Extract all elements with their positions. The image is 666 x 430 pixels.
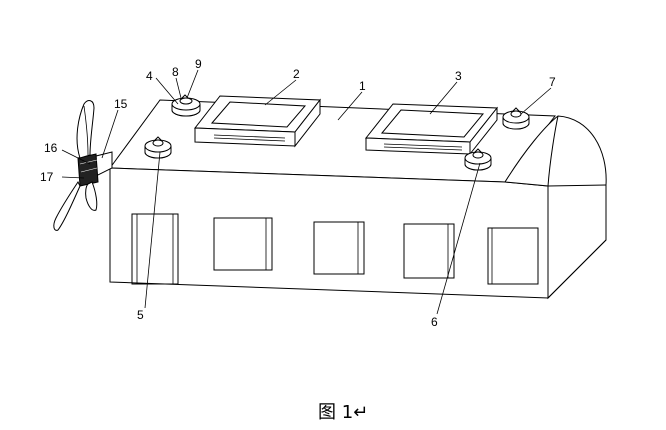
label-2: 2	[293, 67, 300, 81]
top-panel-3	[364, 103, 499, 156]
label-16: 16	[44, 141, 58, 155]
label-3: 3	[455, 69, 462, 83]
label-5: 5	[137, 308, 144, 322]
knob-6	[464, 148, 492, 171]
fan-assembly	[53, 100, 113, 231]
top-panel-2	[194, 95, 321, 148]
label-7: 7	[549, 75, 556, 89]
label-6: 6	[431, 315, 438, 329]
figure-caption: 图 1↵	[318, 402, 369, 423]
knob-7	[502, 107, 530, 130]
front-windows	[131, 213, 539, 285]
label-17: 17	[40, 170, 54, 184]
label-15: 15	[114, 97, 128, 111]
label-1: 1	[359, 79, 366, 93]
reference-numerals: 1 2 3 4 5 6 7 8 9 15 16 17	[40, 57, 556, 329]
knob-4-8-9	[171, 94, 201, 117]
knob-5	[144, 136, 172, 159]
label-4: 4	[146, 69, 153, 83]
leader-lines	[61, 69, 552, 315]
label-8: 8	[172, 65, 179, 79]
label-9: 9	[195, 57, 202, 71]
